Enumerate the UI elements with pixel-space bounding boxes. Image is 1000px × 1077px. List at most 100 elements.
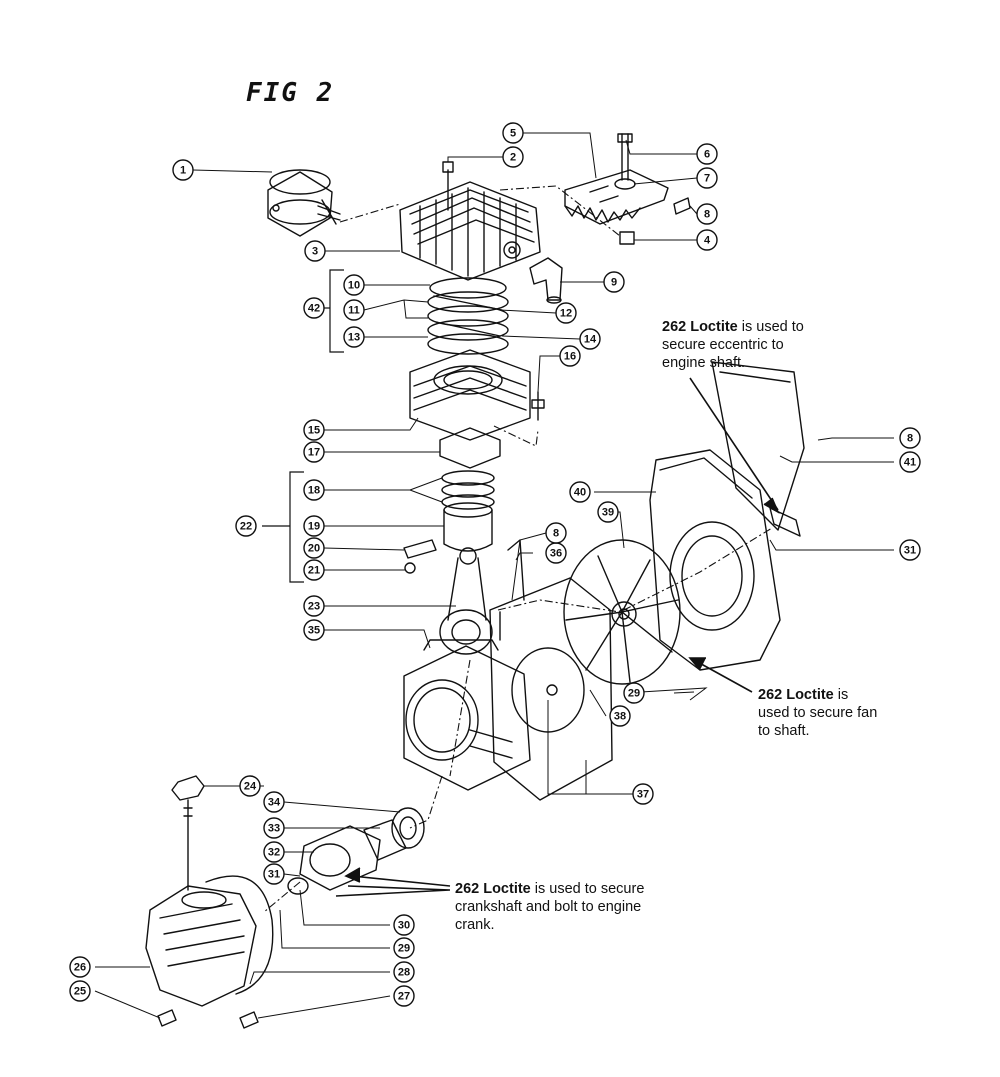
cover-gasket-part xyxy=(205,875,274,995)
callout-label: 27 xyxy=(398,991,410,1003)
callout-circle xyxy=(609,705,631,727)
callout-circle xyxy=(393,985,415,1007)
callout-circle xyxy=(502,122,524,144)
fan-part xyxy=(563,539,681,685)
callout-circle xyxy=(545,522,567,544)
callout-label: 22 xyxy=(240,521,252,533)
callout-41: 41 xyxy=(899,451,921,473)
callout-label: 23 xyxy=(308,601,320,613)
figure-title: FIG 2 xyxy=(246,78,335,108)
callout-circle xyxy=(603,271,625,293)
callout-circle xyxy=(899,451,921,473)
callout-36: 36 xyxy=(545,542,567,564)
note-fan-line2: used to secure fan xyxy=(758,705,878,721)
callout-label: 4 xyxy=(704,235,711,247)
note-crankshaft-loctite: 262 Loctite is used to secure crankshaft… xyxy=(455,880,644,934)
callout-2: 2 xyxy=(502,146,524,168)
head-bolt-part xyxy=(442,161,454,211)
callout-6: 6 xyxy=(696,143,718,165)
callout-11: 11 xyxy=(343,299,365,321)
callout-label: 11 xyxy=(348,305,360,317)
callout-28: 28 xyxy=(393,961,415,983)
group-brackets xyxy=(262,269,344,583)
callout-23: 23 xyxy=(303,595,325,617)
note-arrows xyxy=(335,377,780,897)
callout-label: 9 xyxy=(611,277,617,289)
callout-18: 18 xyxy=(303,479,325,501)
cylinder-gasket-part xyxy=(439,427,501,469)
callout-13: 13 xyxy=(343,326,365,348)
callout-label: 34 xyxy=(268,797,281,809)
note-fan-line3: to shaft. xyxy=(758,723,810,739)
callout-circle xyxy=(69,956,91,978)
callout-circle xyxy=(303,537,325,559)
callout-29: 29 xyxy=(393,937,415,959)
cylinder-part xyxy=(409,349,531,441)
callout-circle xyxy=(623,682,645,704)
callout-24: 24 xyxy=(239,775,261,797)
callout-circle xyxy=(696,203,718,225)
callout-circle xyxy=(303,419,325,441)
callout-label: 39 xyxy=(602,507,614,519)
callout-34: 34 xyxy=(263,791,285,813)
crankcase-cover-part xyxy=(145,885,257,1007)
callout-label: 12 xyxy=(560,308,572,320)
note-crankshaft-line3: crank. xyxy=(455,917,495,933)
callout-circle xyxy=(303,297,325,319)
note-eccentric-line1: is used to xyxy=(737,319,804,335)
callout-27: 27 xyxy=(393,985,415,1007)
cylinder-bolt-part xyxy=(531,391,545,421)
crankshaft-assembly xyxy=(287,807,425,895)
callout-label: 41 xyxy=(904,457,916,469)
callout-31: 31 xyxy=(263,863,285,885)
callout-9: 9 xyxy=(603,271,625,293)
callout-circle xyxy=(502,146,524,168)
callout-circle xyxy=(393,937,415,959)
callout-circle xyxy=(303,619,325,641)
callout-20: 20 xyxy=(303,537,325,559)
callout-circle xyxy=(632,783,654,805)
callout-12: 12 xyxy=(555,302,577,324)
valve-gasket-stack xyxy=(427,277,509,355)
callout-label: 19 xyxy=(308,521,320,533)
elbow-fitting-part xyxy=(529,257,563,304)
callout-26: 26 xyxy=(69,956,91,978)
callout-label: 2 xyxy=(510,152,516,164)
note-fan-bold: 262 Loctite xyxy=(758,687,834,703)
callout-label: 30 xyxy=(398,920,410,932)
callout-30: 30 xyxy=(393,914,415,936)
callout-circle xyxy=(393,914,415,936)
callout-3: 3 xyxy=(304,240,326,262)
callout-circle xyxy=(303,479,325,501)
assembly-centre-lines xyxy=(263,185,773,913)
callout-label: 16 xyxy=(564,351,576,363)
callout-10: 10 xyxy=(343,274,365,296)
callout-8: 8 xyxy=(899,427,921,449)
callout-label: 38 xyxy=(614,711,626,723)
callout-circle xyxy=(696,143,718,165)
callout-label: 42 xyxy=(308,303,320,315)
callout-circle xyxy=(899,427,921,449)
callout-label: 15 xyxy=(308,425,320,437)
air-filter-part xyxy=(267,169,341,237)
callout-circle xyxy=(303,559,325,581)
callout-circle xyxy=(263,791,285,813)
callout-label: 8 xyxy=(553,528,559,540)
callout-circle xyxy=(555,302,577,324)
callout-22: 22 xyxy=(235,515,257,537)
callout-circle xyxy=(263,817,285,839)
note-eccentric-line2: secure eccentric to xyxy=(662,337,784,353)
callout-16: 16 xyxy=(559,345,581,367)
callout-circle xyxy=(899,539,921,561)
callout-circle xyxy=(343,274,365,296)
callout-circle xyxy=(393,961,415,983)
callout-19: 19 xyxy=(303,515,325,537)
callout-circle xyxy=(239,775,261,797)
callout-39: 39 xyxy=(597,501,619,523)
callout-14: 14 xyxy=(579,328,601,350)
callout-circle xyxy=(263,863,285,885)
callout-label: 26 xyxy=(74,962,86,974)
callout-label: 3 xyxy=(312,246,318,258)
